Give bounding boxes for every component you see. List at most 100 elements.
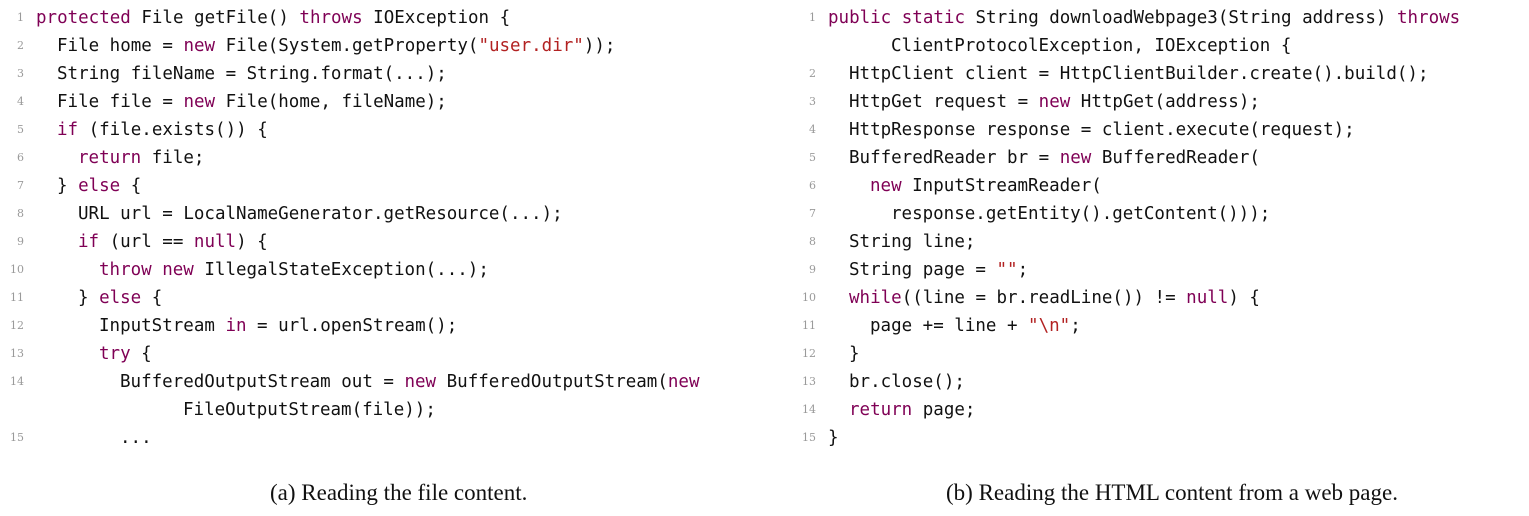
line-number: 14	[802, 403, 816, 416]
code-token: ) {	[1228, 288, 1260, 308]
code-token: String fileName = String.format(...);	[57, 64, 447, 84]
code-token	[152, 260, 163, 280]
code-text: public static String downloadWebpage3(St…	[828, 4, 1460, 32]
code-token: FileOutputStream(file));	[183, 400, 436, 420]
code-token: ((line = br.readLine()) !=	[901, 288, 1187, 308]
line-number: 3	[17, 67, 24, 80]
keyword-token: new	[1059, 148, 1092, 168]
code-token: }	[849, 344, 860, 364]
code-line: FileOutputStream(file));	[0, 396, 780, 424]
string-literal-token: ""	[996, 260, 1018, 280]
code-token: }	[828, 428, 839, 448]
line-number: 12	[802, 347, 816, 360]
string-literal-token: "user.dir"	[478, 36, 584, 56]
code-line: 14 BufferedOutputStream out = new Buffere…	[0, 368, 780, 396]
keyword-token: null	[193, 232, 237, 252]
code-token: ) {	[236, 232, 268, 252]
code-token: = url.openStream();	[246, 316, 458, 336]
code-text: if (file.exists()) {	[36, 116, 268, 144]
line-number: 2	[809, 67, 816, 80]
code-token: page += line +	[870, 316, 1029, 336]
code-token: ;	[1070, 316, 1081, 336]
line-number: 8	[17, 207, 24, 220]
code-text: BufferedOutputStream out = new BufferedO…	[36, 368, 700, 396]
code-token: URL url = LocalNameGenerator.getResource…	[78, 204, 563, 224]
code-token: }	[57, 176, 79, 196]
code-text: throw new IllegalStateException(...);	[36, 256, 489, 284]
code-token: br.close();	[849, 372, 965, 392]
code-token: (url ==	[99, 232, 194, 252]
code-line: 8 URL url = LocalNameGenerator.getResourc…	[0, 200, 780, 228]
code-text: protected File getFile() throws IOExcept…	[36, 4, 510, 32]
keyword-token: throws	[1396, 8, 1461, 28]
code-line: 2 HttpClient client = HttpClientBuilder.c…	[790, 60, 1529, 88]
line-number: 4	[17, 95, 24, 108]
code-text: HttpResponse response = client.execute(r…	[828, 116, 1355, 144]
line-number: 5	[17, 123, 24, 136]
line-number: 3	[809, 95, 816, 108]
line-number: 6	[809, 179, 816, 192]
line-number: 10	[10, 263, 24, 276]
keyword-token: new	[183, 36, 216, 56]
code-token: String page =	[849, 260, 997, 280]
code-line: 11 } else {	[0, 284, 780, 312]
keyword-token: new	[1038, 92, 1071, 112]
keyword-token: protected	[36, 8, 131, 28]
line-number: 9	[17, 235, 24, 248]
code-token: File file =	[57, 92, 184, 112]
code-line: 15}	[790, 424, 1529, 452]
code-text: page += line + "\n";	[828, 312, 1081, 340]
keyword-token: in	[225, 316, 247, 336]
keyword-token: while	[849, 288, 902, 308]
keyword-token: new	[162, 260, 194, 280]
code-token: {	[130, 344, 152, 364]
code-text: } else {	[36, 284, 162, 312]
keyword-token: new	[667, 372, 700, 392]
code-text: String line;	[828, 228, 975, 256]
code-token: HttpResponse response = client.execute(r…	[849, 120, 1355, 140]
code-text: ...	[36, 424, 152, 452]
line-number: 13	[10, 347, 24, 360]
code-token: ...	[120, 428, 152, 448]
line-number: 11	[10, 291, 24, 304]
code-line: 13 br.close();	[790, 368, 1529, 396]
code-text: HttpClient client = HttpClientBuilder.cr…	[828, 60, 1428, 88]
code-token: BufferedReader br =	[849, 148, 1060, 168]
keyword-token: else	[99, 288, 142, 308]
code-text: if (url == null) {	[36, 228, 268, 256]
code-token: page;	[912, 400, 976, 420]
code-line: 5 if (file.exists()) {	[0, 116, 780, 144]
code-text: HttpGet request = new HttpGet(address);	[828, 88, 1260, 116]
line-number: 10	[802, 291, 816, 304]
keyword-token: try	[99, 344, 131, 364]
keyword-token: new	[404, 372, 437, 392]
keyword-token: new	[183, 92, 216, 112]
code-token: String line;	[849, 232, 976, 252]
line-number: 14	[10, 375, 24, 388]
line-number: 13	[802, 375, 816, 388]
keyword-token: null	[1186, 288, 1229, 308]
code-token: BufferedOutputStream out =	[120, 372, 405, 392]
code-line: 10 while((line = br.readLine()) != null) …	[790, 284, 1529, 312]
line-number: 5	[809, 151, 816, 164]
code-line: 13 try {	[0, 340, 780, 368]
code-token: BufferedOutputStream(	[436, 372, 668, 392]
code-text: return file;	[36, 144, 204, 172]
code-token: String downloadWebpage3(String address)	[964, 8, 1397, 28]
code-token: IOException {	[362, 8, 511, 28]
code-token: InputStream	[99, 316, 226, 336]
code-text: String fileName = String.format(...);	[36, 60, 447, 88]
code-text: File file = new File(home, fileName);	[36, 88, 447, 116]
code-text: br.close();	[828, 368, 965, 396]
